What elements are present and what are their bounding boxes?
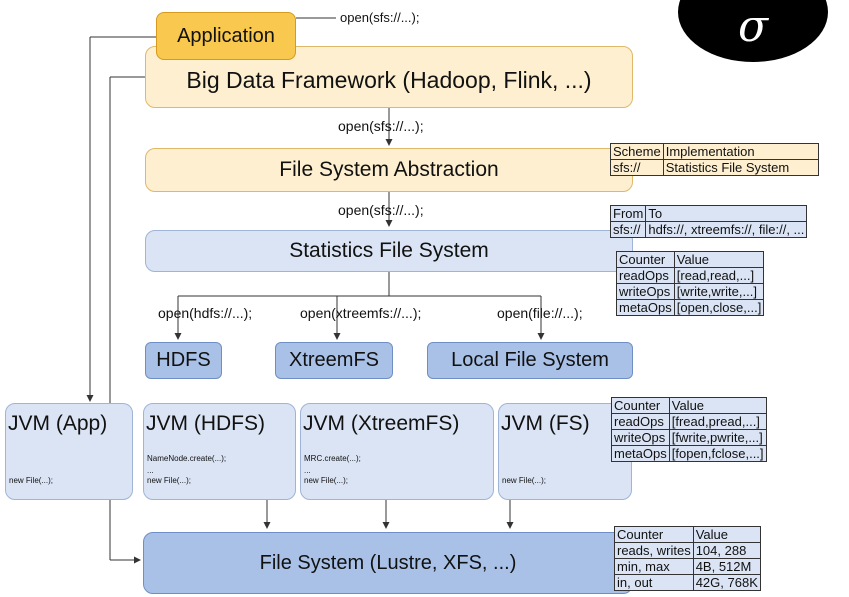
file-system-label: File System (Lustre, XFS, ...) <box>259 551 517 574</box>
value-header: Value <box>673 251 765 268</box>
stats-counter-table: Counter Value readOps [read,read,...] wr… <box>616 251 765 316</box>
jvm-xtreemfs-code-line: new File(...); <box>304 476 349 485</box>
counter-cell: min, max <box>614 558 694 575</box>
counter-cell: in, out <box>614 574 694 591</box>
abstraction-open-call: open(sfs://...); <box>338 202 424 218</box>
value-header: Value <box>692 526 761 543</box>
file-system-box: File System (Lustre, XFS, ...) <box>143 532 633 594</box>
jvm-xtreemfs-box: JVM (XtreemFS) MRC.create(...); ... new … <box>300 403 494 500</box>
big-data-framework-label: Big Data Framework (Hadoop, Flink, ...) <box>186 66 592 93</box>
jvm-fs-box: JVM (FS) new File(...); <box>498 403 632 500</box>
fs-abstraction-box: File System Abstraction <box>145 148 633 192</box>
jvm-hdfs-code-line: new File(...); <box>147 476 192 485</box>
counter-cell: readOps <box>611 413 670 430</box>
sigma-logo-glyph: σ <box>737 0 769 52</box>
implementation-cell: Statistics File System <box>662 159 819 176</box>
jvm-xtreemfs-code-line: MRC.create(...); <box>304 454 361 463</box>
fs-counter-table: Counter Value reads, writes 104, 288 min… <box>614 526 761 591</box>
local-fs-label: Local File System <box>451 349 609 371</box>
fs-abstraction-label: File System Abstraction <box>279 158 499 181</box>
file-open-call: open(file://...); <box>497 305 583 321</box>
value-cell: [fopen,fclose,...] <box>668 445 767 462</box>
app-open-call: open(sfs://...); <box>340 10 420 25</box>
value-cell: 104, 288 <box>692 542 761 559</box>
hdfs-label: HDFS <box>156 349 211 371</box>
value-cell: [read,read,...] <box>673 267 765 284</box>
counter-cell: metaOps <box>611 445 670 462</box>
scheme-cell: sfs:// <box>610 159 664 176</box>
jvm-fs-code-line: new File(...); <box>502 476 547 485</box>
value-cell: 42G, 768K <box>692 574 761 591</box>
jvm-app-box: JVM (App) new File(...); <box>5 403 133 500</box>
value-header: Value <box>668 397 767 414</box>
xtreemfs-label: XtreemFS <box>288 349 380 371</box>
counter-header: Counter <box>614 526 694 543</box>
jvm-app-code-line: new File(...); <box>9 476 54 485</box>
value-cell: [fread,pread,...] <box>668 413 767 430</box>
value-cell: [open,close,...] <box>673 299 765 316</box>
statistics-fs-label: Statistics File System <box>289 239 489 262</box>
to-cell: hdfs://, xtreemfs://, file://, ... <box>645 221 808 238</box>
counter-cell: writeOps <box>616 283 675 300</box>
hdfs-open-call: open(hdfs://...); <box>158 305 253 321</box>
local-fs-box: Local File System <box>427 342 633 379</box>
implementation-header: Implementation <box>662 143 819 160</box>
application-box: Application <box>156 12 296 60</box>
native-counter-table: Counter Value readOps [fread,pread,...] … <box>611 397 767 462</box>
scheme-table: Scheme Implementation sfs:// Statistics … <box>610 143 819 176</box>
value-cell: 4B, 512M <box>692 558 761 575</box>
counter-cell: readOps <box>616 267 675 284</box>
xtreemfs-open-call: open(xtreemfs://...); <box>300 305 422 321</box>
statistics-fs-box: Statistics File System <box>145 230 633 272</box>
jvm-xtreemfs-code-line: ... <box>304 466 311 475</box>
route-table: From To sfs:// hdfs://, xtreemfs://, fil… <box>609 205 808 238</box>
counter-header: Counter <box>611 397 670 414</box>
scheme-header: Scheme <box>610 143 664 160</box>
jvm-hdfs-code-line: NameNode.create(...); <box>147 454 227 463</box>
value-cell: [fwrite,pwrite,...] <box>668 429 767 446</box>
from-header: From <box>609 205 647 222</box>
counter-cell: metaOps <box>616 299 675 316</box>
from-cell: sfs:// <box>609 221 647 238</box>
xtreemfs-box: XtreemFS <box>275 342 393 379</box>
application-label: Application <box>177 24 275 47</box>
jvm-fs-title: JVM (FS) <box>501 412 590 435</box>
jvm-app-title: JVM (App) <box>8 412 108 435</box>
jvm-xtreemfs-title: JVM (XtreemFS) <box>303 412 460 435</box>
value-cell: [write,write,...] <box>673 283 765 300</box>
counter-cell: reads, writes <box>614 542 694 559</box>
counter-cell: writeOps <box>611 429 670 446</box>
jvm-hdfs-code-line: ... <box>147 466 154 475</box>
to-header: To <box>645 205 808 222</box>
framework-open-call: open(sfs://...); <box>338 118 424 134</box>
jvm-hdfs-title: JVM (HDFS) <box>146 412 265 435</box>
hdfs-box: HDFS <box>145 342 222 379</box>
counter-header: Counter <box>616 251 675 268</box>
jvm-hdfs-box: JVM (HDFS) NameNode.create(...); ... new… <box>143 403 296 500</box>
